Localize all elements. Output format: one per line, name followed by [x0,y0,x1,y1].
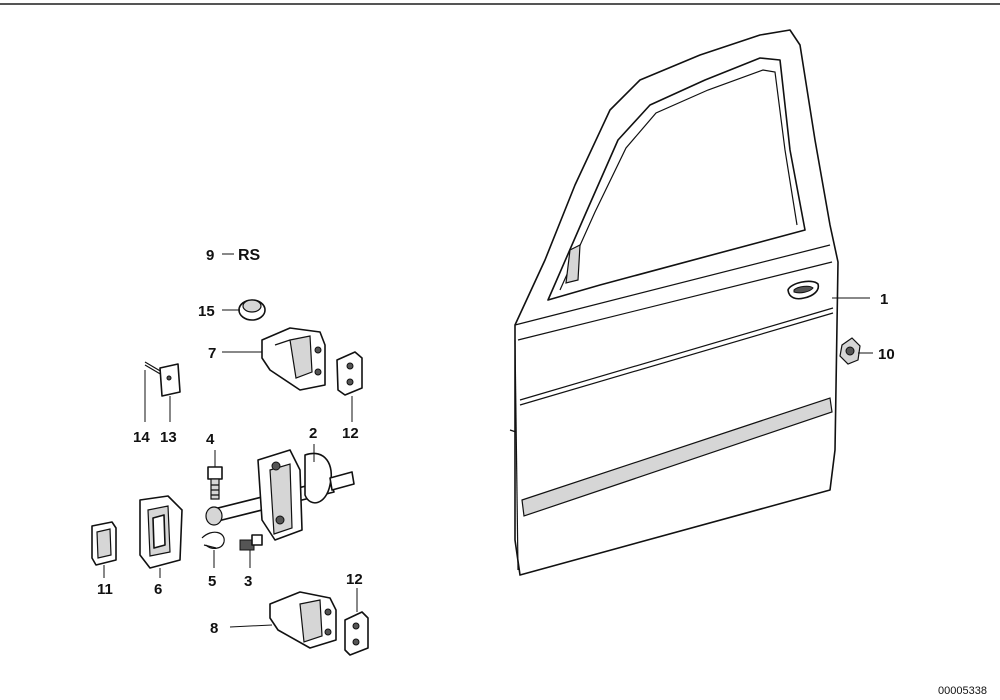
small-cover-illustration [91,521,117,566]
diagram-reference-number: 00005338 [938,685,987,697]
door-check-strap-illustration [205,449,355,541]
callout-5: 5 [208,573,216,590]
callout-7: 7 [208,345,216,362]
callout-4: 4 [206,431,215,448]
pin-illustration [144,361,163,376]
lower-hinge-plate-illustration [344,611,369,656]
door-illustration [509,29,839,576]
callout-2: 2 [309,425,317,442]
callout-12-upper: 12 [342,425,359,442]
clip-illustration [201,531,225,549]
large-cover-illustration [139,495,183,569]
callout-13: 13 [160,429,177,446]
upper-hinge-illustration [261,327,326,391]
shim-plate-illustration [159,363,181,397]
callout-12-lower: 12 [346,571,363,588]
callout-3: 3 [244,573,252,590]
callout-9: 9 [206,247,214,264]
callout-6: 6 [154,581,162,598]
callout-15: 15 [198,303,215,320]
callout-11: 11 [97,581,113,598]
leader-lines [103,253,873,628]
callout-9-rs: RS [238,247,261,264]
grommet-illustration [238,299,266,321]
bolt-illustration [207,466,223,500]
lower-hinge-illustration [269,591,337,649]
callout-14: 14 [133,429,150,446]
clip-nut-illustration [839,337,861,365]
screw-illustration [239,534,263,551]
callout-8: 8 [210,620,218,637]
callout-1: 1 [880,291,888,308]
upper-hinge-plate-illustration [336,351,363,396]
callout-10: 10 [878,346,895,363]
